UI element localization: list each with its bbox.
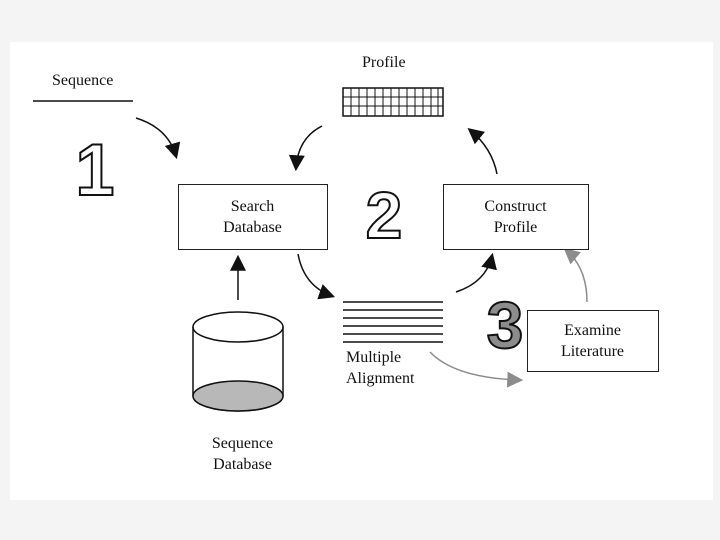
- arrow-profile-to-search: [288, 125, 323, 172]
- sequence-label: Sequence: [52, 72, 114, 89]
- search-database-label: Search Database: [223, 198, 282, 236]
- step-1-number: 1: [76, 129, 115, 211]
- arrow-search-to-alignment: [297, 253, 336, 300]
- arrow-construct-to-profile: [467, 127, 498, 175]
- step-3-number: 3: [487, 288, 524, 362]
- arrow-literature-to-construct: [563, 247, 588, 303]
- arrow-sequence-to-search: [135, 117, 181, 160]
- profile-grid-icon: [342, 87, 444, 117]
- search-database-box: Search Database: [178, 184, 328, 250]
- profile-label: Profile: [362, 54, 406, 71]
- multiple-alignment-label: Multiple Alignment: [346, 349, 415, 387]
- diagram-panel: [10, 42, 713, 500]
- step-2-number: 2: [366, 178, 403, 252]
- database-cylinder-icon: [192, 311, 284, 412]
- examine-literature-box: Examine Literature: [527, 310, 659, 372]
- construct-profile-box: Construct Profile: [443, 184, 589, 250]
- alignment-lines-icon: [343, 301, 443, 343]
- construct-profile-label: Construct Profile: [484, 198, 547, 236]
- examine-literature-label: Examine Literature: [560, 322, 625, 360]
- arrow-alignment-to-construct: [455, 252, 497, 293]
- sequence-database-label: Sequence Database: [211, 435, 274, 473]
- arrow-alignment-to-literature: [429, 351, 524, 388]
